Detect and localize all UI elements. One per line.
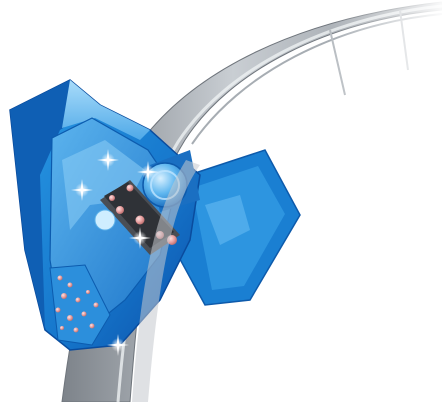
small-roller [95,210,115,230]
